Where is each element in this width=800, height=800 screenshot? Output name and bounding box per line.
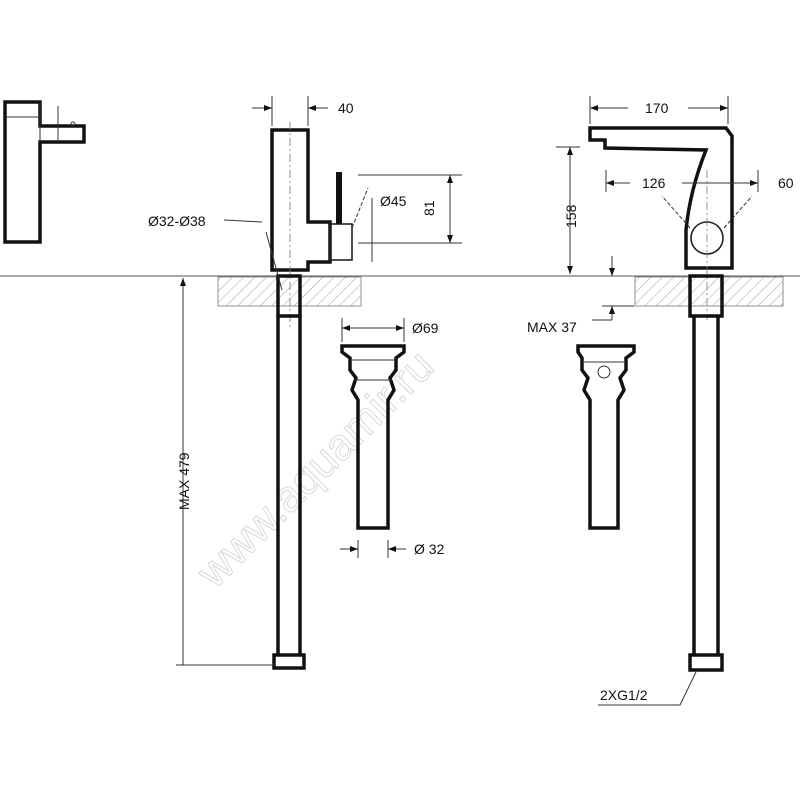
dim-max-479: MAX 479 <box>176 452 192 510</box>
dim-158: 158 <box>563 204 579 228</box>
side-view-faucet <box>223 122 369 670</box>
dim-60: 60 <box>778 175 794 191</box>
svg-text:www.aquamir.ru: www.aquamir.ru <box>187 341 444 598</box>
dim-40: 40 <box>338 100 354 116</box>
dim-126: 126 <box>642 175 666 191</box>
front-view-faucet <box>588 126 753 672</box>
dim-81: 81 <box>421 200 437 216</box>
counter-section-right <box>634 276 784 307</box>
dim-lever-diameter: Ø45 <box>380 193 407 209</box>
counter-section-left <box>217 276 362 307</box>
drain-left <box>340 344 406 530</box>
dim-69: Ø69 <box>412 320 439 336</box>
dim-170: 170 <box>645 100 669 116</box>
dim-hole-diameter: Ø32-Ø38 <box>148 213 206 229</box>
connection-label: 2XG1/2 <box>600 687 648 703</box>
dim-32: Ø 32 <box>414 541 445 557</box>
drain-right <box>576 344 636 530</box>
watermark: www.aquamir.ru <box>186 341 444 599</box>
top-view-faucet <box>3 100 86 244</box>
dim-max-37: MAX 37 <box>527 319 577 335</box>
